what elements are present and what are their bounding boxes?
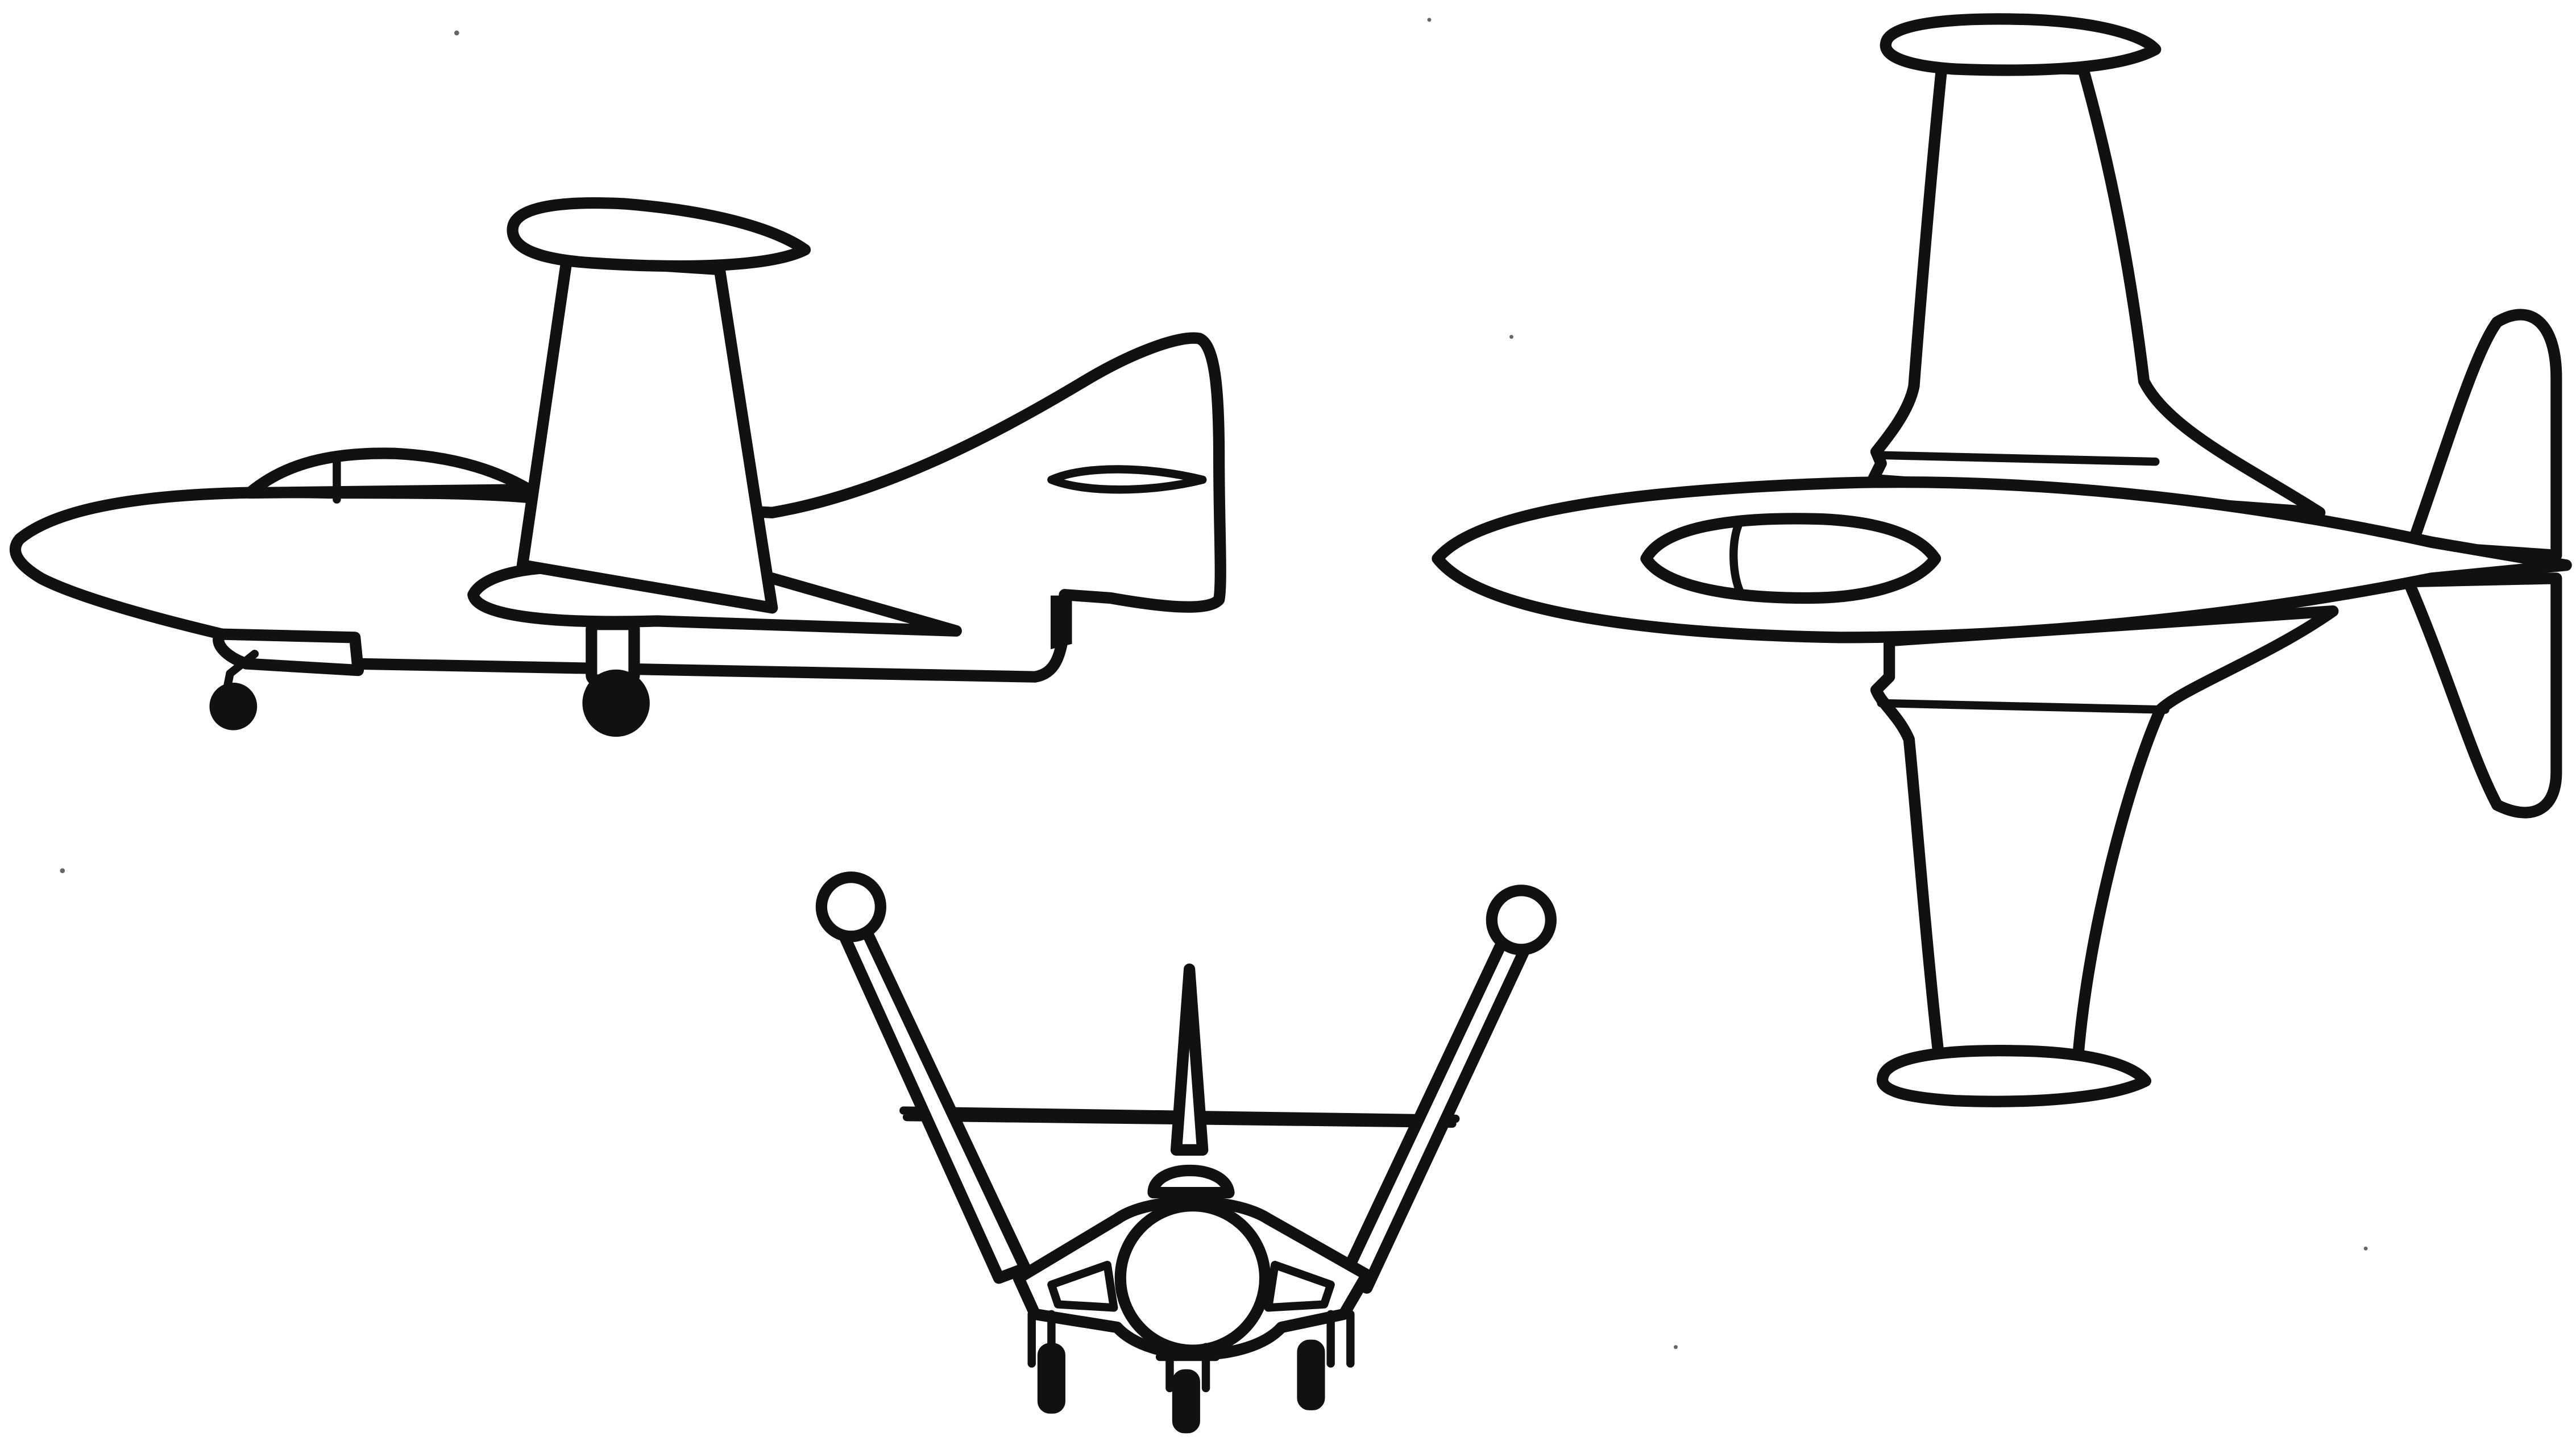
front-nose <box>1114 1200 1271 1356</box>
side-ventral-pod <box>213 628 364 676</box>
top-wing-upper <box>1867 60 2326 518</box>
top-wing-upper-fillet-line <box>1872 451 2160 466</box>
side-canopy <box>244 447 535 499</box>
front-nose-gear-strut <box>1155 1343 1220 1393</box>
front-canopy <box>1147 1164 1235 1199</box>
front-left-tip-tank <box>815 871 886 943</box>
top-tail-upper <box>2405 309 2562 561</box>
side-fuselage-slot <box>1047 465 1207 494</box>
top-canopy-frame <box>1729 521 1746 599</box>
side-main-wheel <box>582 669 650 737</box>
front-view-aircraft <box>815 871 1557 1434</box>
top-tip-tank-lower <box>1877 1045 2152 1107</box>
side-wing-panel <box>516 254 778 614</box>
front-nose-wheel <box>1172 1369 1200 1434</box>
front-left-wheel <box>1037 1343 1065 1414</box>
top-fuselage <box>1432 476 2572 643</box>
top-tail-lower <box>2403 572 2562 819</box>
top-wing-lower-fillet-line <box>1877 699 2170 714</box>
front-left-wing-strut <box>839 924 1031 1284</box>
top-canopy <box>1640 513 1942 604</box>
front-right-gear-strut <box>1326 1310 1355 1368</box>
top-tip-tank-upper <box>1880 13 2162 76</box>
scan-specks <box>60 18 2368 1350</box>
front-right-wing-strut <box>1338 931 1534 1294</box>
side-nose-wheel <box>209 682 258 730</box>
side-ventral-strake <box>1050 595 1072 650</box>
side-tip-tank <box>507 197 811 272</box>
side-view-aircraft <box>9 197 1226 737</box>
front-vertical-fin <box>1170 963 1209 1156</box>
top-view-aircraft <box>1432 13 2572 1107</box>
front-right-wheel <box>1297 1339 1325 1410</box>
top-wing-lower <box>1870 605 2339 1061</box>
front-left-intake <box>1047 1260 1118 1312</box>
front-right-tip-tank <box>1486 885 1557 956</box>
front-right-intake <box>1264 1260 1335 1312</box>
